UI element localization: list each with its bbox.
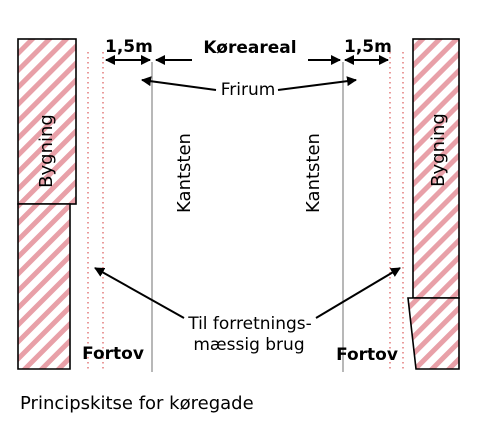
- clearance-label: Frirum: [221, 80, 276, 100]
- roadway-label: Køreareal: [203, 38, 296, 58]
- left-building-label: Bygning: [36, 114, 57, 188]
- left-building: [17, 38, 77, 370]
- business-use-label-line2: mæssig brug: [193, 335, 304, 355]
- right-sidewalk-dotted-lines: [389, 52, 404, 372]
- business-use-arrow-left: [94, 267, 185, 319]
- clearance-arrow-left: [141, 76, 217, 91]
- left-sidewalk-dotted-lines: [87, 52, 104, 372]
- business-use-label-line1: Til forretnings-: [187, 314, 312, 334]
- right-width-label: 1,5m: [344, 37, 392, 57]
- left-width-label: 1,5m: [105, 37, 153, 57]
- right-building: [407, 38, 460, 370]
- right-sidewalk-label: Fortov: [336, 345, 398, 365]
- right-curb-label: Kantsten: [303, 133, 324, 213]
- left-curb-label: Kantsten: [174, 133, 195, 213]
- business-use-arrow-right: [315, 267, 401, 319]
- right-building-label: Bygning: [428, 113, 449, 187]
- clearance-arrow-right: [277, 76, 357, 91]
- figure-caption: Principskitse for køregade: [20, 393, 254, 414]
- left-sidewalk-label: Fortov: [82, 344, 144, 364]
